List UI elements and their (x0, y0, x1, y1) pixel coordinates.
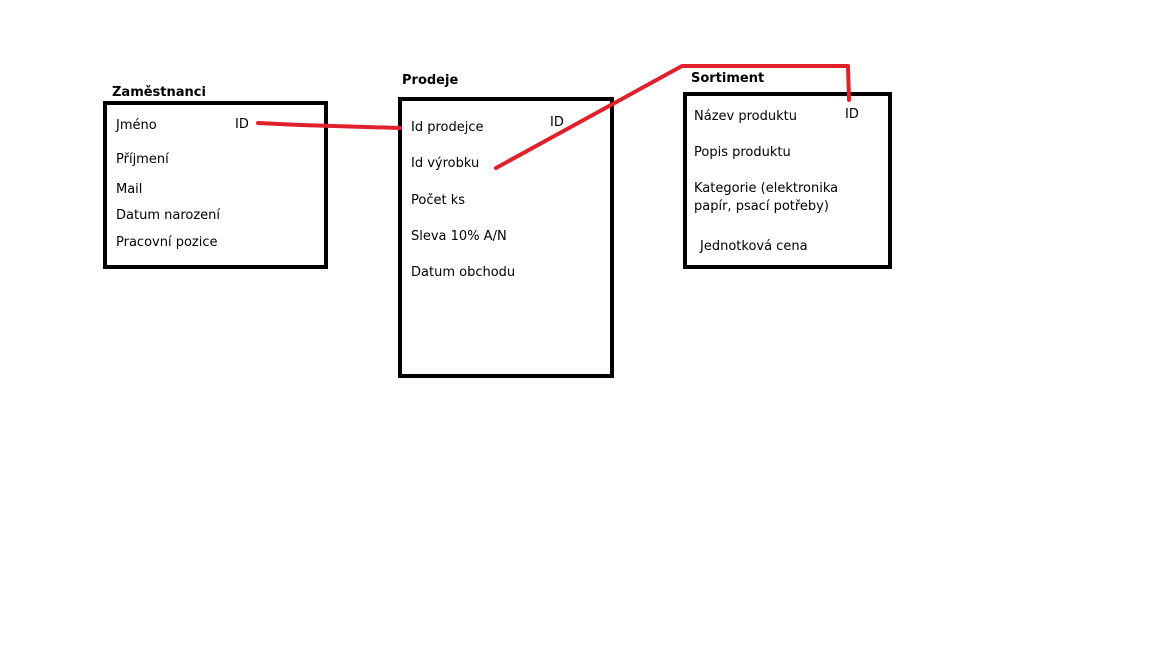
products-field-unit-price: Jednotková cena (700, 239, 808, 254)
employees-field-name: Jméno (116, 118, 157, 133)
employees-field-mail: Mail (116, 182, 143, 197)
sales-field-product-id: Id výrobku (411, 156, 480, 171)
products-field-name: Název produktu (694, 109, 797, 124)
employees-field-id: ID (235, 117, 249, 132)
sales-field-seller-id: Id prodejce (411, 120, 484, 135)
sales-field-date: Datum obchodu (411, 265, 516, 280)
employees-field-position: Pracovní pozice (116, 235, 218, 250)
products-field-description: Popis produktu (694, 145, 791, 160)
employees-field-birthdate: Datum narození (116, 208, 220, 223)
products-field-id: ID (845, 107, 859, 122)
employees-field-surname: Příjmení (116, 152, 169, 167)
sales-field-id: ID (550, 115, 564, 130)
products-field-category: Kategorie (elektronika papír, psací potř… (694, 181, 839, 214)
sales-title: Prodeje (402, 73, 459, 88)
products-title: Sortiment (691, 71, 765, 86)
sales-field-discount: Sleva 10% A/N (411, 229, 507, 244)
sales-field-quantity: Počet ks (411, 193, 466, 208)
employees-entity-box (103, 101, 328, 269)
employees-title: Zaměstnanci (112, 85, 206, 100)
